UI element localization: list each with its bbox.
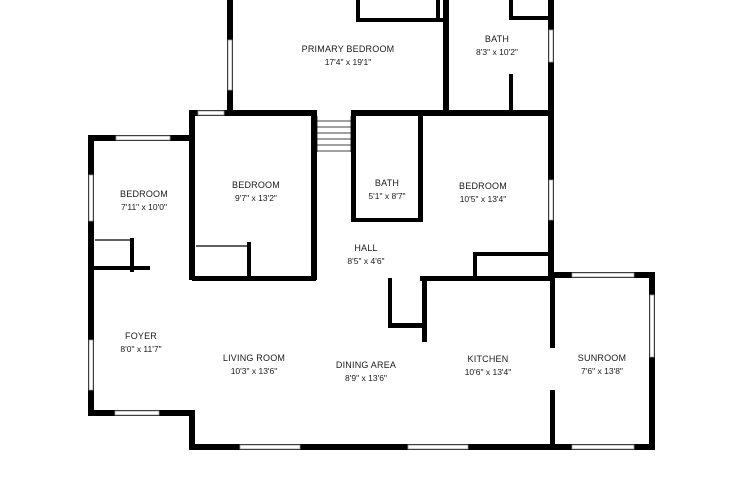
- wall: [247, 242, 251, 278]
- wall: [189, 110, 316, 116]
- room-name: HALL: [354, 243, 378, 253]
- wall: [189, 110, 195, 280]
- room-name: DINING AREA: [335, 360, 397, 370]
- wall: [388, 323, 426, 328]
- room-label-foyer: FOYER 8'0" x 11'7": [120, 331, 161, 354]
- window: [197, 110, 225, 116]
- room-size: 10'6" x 13'4": [464, 367, 512, 377]
- room-size: 10'5" x 13'4": [459, 194, 507, 204]
- wall: [388, 278, 392, 328]
- room-name: BEDROOM: [459, 181, 507, 191]
- window: [88, 174, 94, 222]
- window: [407, 444, 469, 450]
- wall: [509, 0, 513, 20]
- window: [239, 444, 301, 450]
- interior-lines: [95, 22, 550, 255]
- window: [227, 39, 233, 91]
- room-name: BATH: [484, 34, 510, 44]
- wall: [130, 238, 134, 272]
- wall: [420, 276, 554, 281]
- room-label-bedroom-center: BEDROOM 9'7" x 13'2": [232, 180, 280, 203]
- window: [88, 339, 94, 391]
- wall: [356, 18, 446, 22]
- room-size: 9'7" x 13'2": [235, 193, 277, 203]
- wall: [548, 0, 554, 278]
- window: [115, 135, 171, 141]
- window: [114, 410, 160, 416]
- room-label-bath-center: BATH 5'1" x 8'7": [368, 178, 405, 201]
- wall: [509, 16, 551, 20]
- room-name: BATH: [374, 178, 400, 188]
- room-size: 8'5" x 4'6": [347, 256, 385, 266]
- wall: [418, 110, 423, 222]
- window: [649, 294, 655, 358]
- wall: [351, 110, 356, 222]
- wall: [189, 410, 195, 450]
- room-label-living-room: LIVING ROOM 10'3" x 13'6": [223, 353, 285, 376]
- wall: [509, 74, 513, 114]
- window: [548, 179, 554, 221]
- room-label-dining-area: DINING AREA 8'9" x 13'6": [336, 360, 396, 383]
- room-name: LIVING ROOM: [222, 353, 286, 363]
- room-name: BEDROOM: [232, 180, 280, 190]
- wall: [473, 252, 477, 280]
- room-label-bedroom-east: BEDROOM 10'5" x 13'4": [459, 181, 507, 204]
- wall: [351, 218, 423, 222]
- wall: [443, 0, 449, 114]
- staircase: [316, 116, 352, 152]
- room-label-sunroom: SUNROOM 7'6" x 13'8": [578, 353, 626, 376]
- room-size: 8'9" x 13'6": [345, 373, 387, 383]
- room-label-primary-bedroom: PRIMARY BEDROOM 17'4" x 19'1": [302, 44, 395, 67]
- window: [571, 444, 635, 450]
- room-size: 17'4" x 19'1": [324, 57, 372, 67]
- wall: [94, 266, 150, 270]
- wall: [550, 278, 555, 348]
- room-name: SUNROOM: [577, 353, 627, 363]
- room-name: BEDROOM: [120, 189, 168, 199]
- room-name: KITCHEN: [467, 354, 509, 364]
- room-label-bedroom-west: BEDROOM 7'11" x 10'0": [120, 189, 168, 212]
- room-name: FOYER: [124, 331, 158, 341]
- room-name: PRIMARY BEDROOM: [301, 44, 395, 54]
- room-size: 5'1" x 8'7": [368, 191, 406, 201]
- room-size: 8'0" x 11'7": [120, 344, 162, 354]
- wall: [422, 278, 427, 342]
- room-size: 8'3" x 10'2": [476, 47, 518, 57]
- wall: [311, 110, 317, 280]
- room-label-kitchen: KITCHEN 10'6" x 13'4": [465, 354, 512, 377]
- wall: [192, 276, 316, 281]
- window: [571, 272, 635, 278]
- room-label-bath-upper: BATH 8'3" x 10'2": [476, 34, 518, 57]
- room-label-hall: HALL 8'5" x 4'6": [347, 243, 384, 266]
- room-size: 7'6" x 13'8": [581, 366, 623, 376]
- windows: [88, 29, 655, 450]
- window: [548, 29, 554, 63]
- wall: [356, 0, 360, 22]
- wall: [649, 272, 655, 450]
- wall: [351, 110, 554, 116]
- room-size: 10'3" x 13'6": [230, 366, 278, 376]
- wall: [550, 390, 555, 450]
- room-size: 7'11" x 10'0": [121, 202, 167, 212]
- wall: [436, 0, 440, 22]
